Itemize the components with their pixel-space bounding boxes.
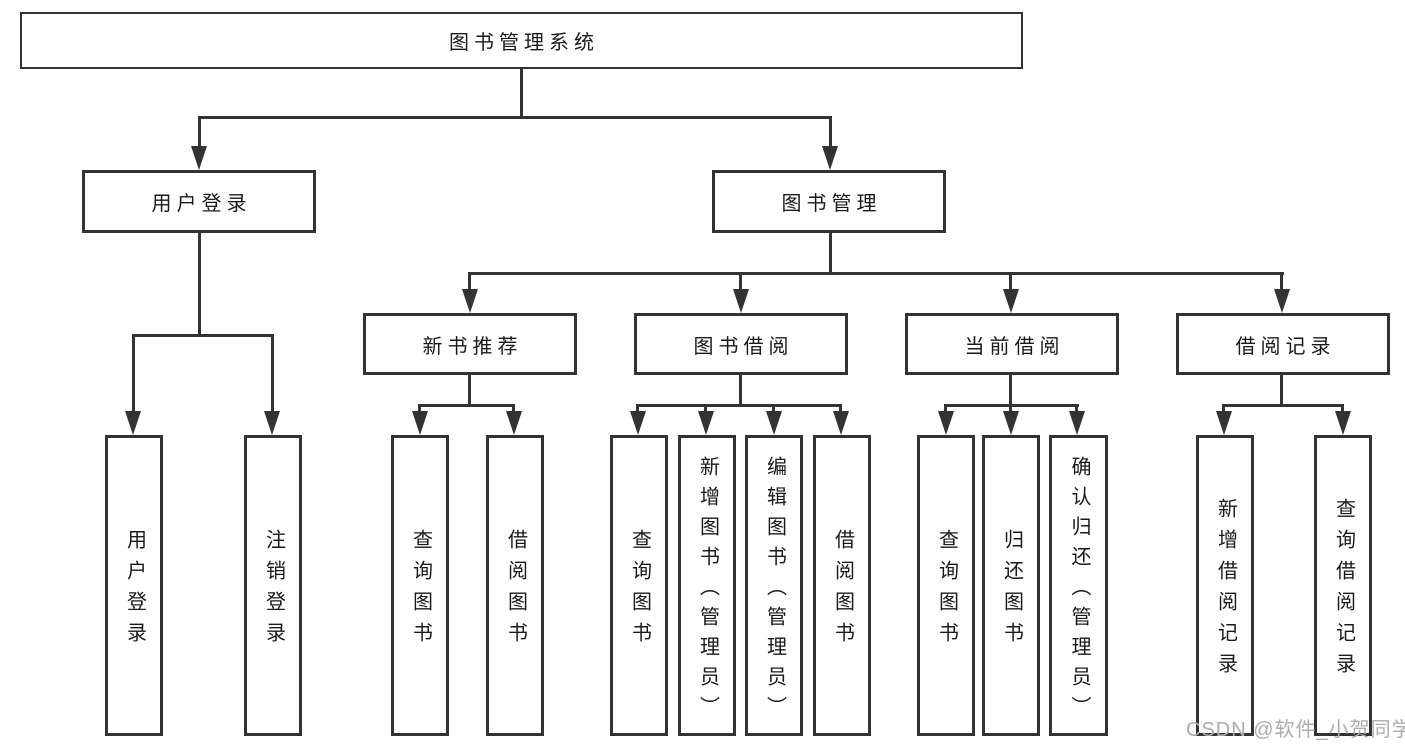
connector-line: [829, 116, 832, 148]
arrow-down-icon: [506, 411, 522, 435]
node-new-book-recommendation: 新书推荐: [363, 313, 577, 375]
leaf-query-borrow-record: 查询借阅记录: [1314, 435, 1372, 736]
arrow-down-icon: [412, 411, 428, 435]
leaf-logout: 注销登录: [244, 435, 302, 736]
leaf-confirm-return-admin: 确认归还（管理员）: [1049, 435, 1108, 736]
connector-line: [1009, 272, 1012, 294]
connector-line: [271, 334, 274, 414]
arrow-down-icon: [1003, 411, 1019, 435]
arrow-down-icon: [766, 411, 782, 435]
arrow-down-icon: [833, 411, 849, 435]
leaf-edit-book-admin: 编辑图书（管理员）: [745, 435, 803, 736]
node-current-borrowing: 当前借阅: [905, 313, 1119, 375]
arrow-down-icon: [822, 146, 838, 170]
connector-line: [1280, 272, 1283, 294]
connector-line: [469, 272, 1284, 275]
arrow-down-icon: [1216, 411, 1232, 435]
arrow-down-icon: [698, 411, 714, 435]
connector-line: [739, 374, 742, 406]
node-user-login: 用户登录: [82, 170, 316, 233]
leaf-user-login-label: 用户登录: [123, 529, 146, 653]
node-book-borrowing: 图书借阅: [634, 313, 848, 375]
connector-line: [1223, 404, 1344, 407]
leaf-logout-label: 注销登录: [262, 529, 285, 653]
connector-line: [198, 116, 832, 119]
leaf-add-borrow-record: 新增借阅记录: [1196, 435, 1254, 736]
leaf-current-query-books: 查询图书: [917, 435, 975, 736]
node-borrowing-records: 借阅记录: [1176, 313, 1390, 375]
connector-line: [1009, 374, 1012, 406]
arrow-down-icon: [733, 289, 749, 313]
connector-line: [468, 374, 471, 406]
leaf-add-book-admin-label: 新增图书（管理员）: [696, 455, 719, 726]
connector-line: [520, 68, 523, 118]
node-book-management: 图书管理: [712, 170, 946, 233]
leaf-recommend-query-books-label: 查询图书: [409, 529, 432, 653]
connector-line: [1280, 374, 1283, 406]
leaf-recommend-query-books: 查询图书: [391, 435, 449, 736]
arrow-down-icon: [1069, 411, 1085, 435]
connector-line: [739, 272, 742, 294]
connector-line: [829, 232, 832, 274]
connector-line: [419, 404, 515, 407]
leaf-current-query-books-label: 查询图书: [935, 529, 958, 653]
leaf-add-book-admin: 新增图书（管理员）: [678, 435, 736, 736]
leaf-confirm-return-admin-label: 确认归还（管理员）: [1068, 455, 1090, 726]
root-node-system: 图书管理系统: [20, 12, 1023, 69]
arrow-down-icon: [191, 146, 207, 170]
leaf-query-borrow-record-label: 查询借阅记录: [1332, 498, 1355, 684]
leaf-borrowing-query-books-label: 查询图书: [628, 529, 651, 653]
arrow-down-icon: [462, 289, 478, 313]
leaf-user-login: 用户登录: [105, 435, 163, 736]
connector-line: [945, 404, 1079, 407]
arrow-down-icon: [1274, 289, 1290, 313]
connector-line: [198, 116, 201, 148]
connector-line: [133, 334, 273, 337]
leaf-borrowing-borrow-books-label: 借阅图书: [831, 529, 854, 653]
arrow-down-icon: [264, 411, 280, 435]
arrow-down-icon: [1003, 289, 1019, 313]
arrow-down-icon: [125, 411, 141, 435]
watermark: CSDN @软件_小贺同学: [1186, 719, 1405, 741]
leaf-recommend-borrow-books: 借阅图书: [486, 435, 544, 736]
leaf-recommend-borrow-books-label: 借阅图书: [504, 529, 527, 653]
leaf-edit-book-admin-label: 编辑图书（管理员）: [763, 455, 786, 726]
arrow-down-icon: [938, 411, 954, 435]
connector-line: [637, 404, 842, 407]
connector-line: [132, 334, 135, 414]
leaf-return-books: 归还图书: [982, 435, 1040, 736]
connector-line: [468, 272, 471, 294]
arrow-down-icon: [1335, 411, 1351, 435]
leaf-return-books-label: 归还图书: [1000, 529, 1023, 653]
leaf-borrowing-query-books: 查询图书: [610, 435, 668, 736]
leaf-add-borrow-record-label: 新增借阅记录: [1214, 498, 1237, 684]
arrow-down-icon: [630, 411, 646, 435]
leaf-borrowing-borrow-books: 借阅图书: [813, 435, 871, 736]
connector-line: [198, 232, 201, 335]
